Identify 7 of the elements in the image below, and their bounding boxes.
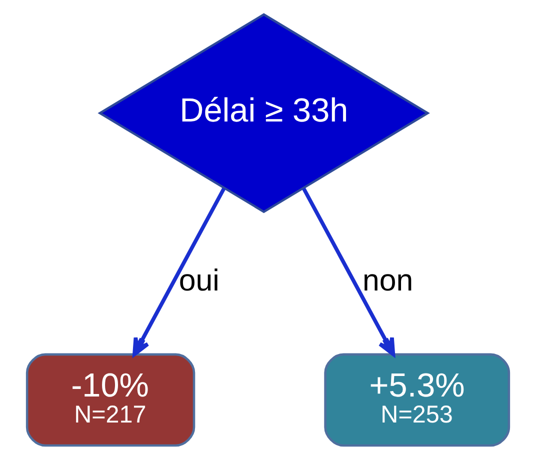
arrow [132, 188, 226, 356]
edge-label: oui [178, 264, 219, 298]
edge-label: non [362, 264, 413, 298]
node-box: -10% N=217 [25, 353, 195, 447]
arrow [302, 188, 395, 356]
node-box: +5.3% N=253 [324, 353, 510, 447]
node-diamond: Délai ≥ 33h [97, 13, 430, 214]
